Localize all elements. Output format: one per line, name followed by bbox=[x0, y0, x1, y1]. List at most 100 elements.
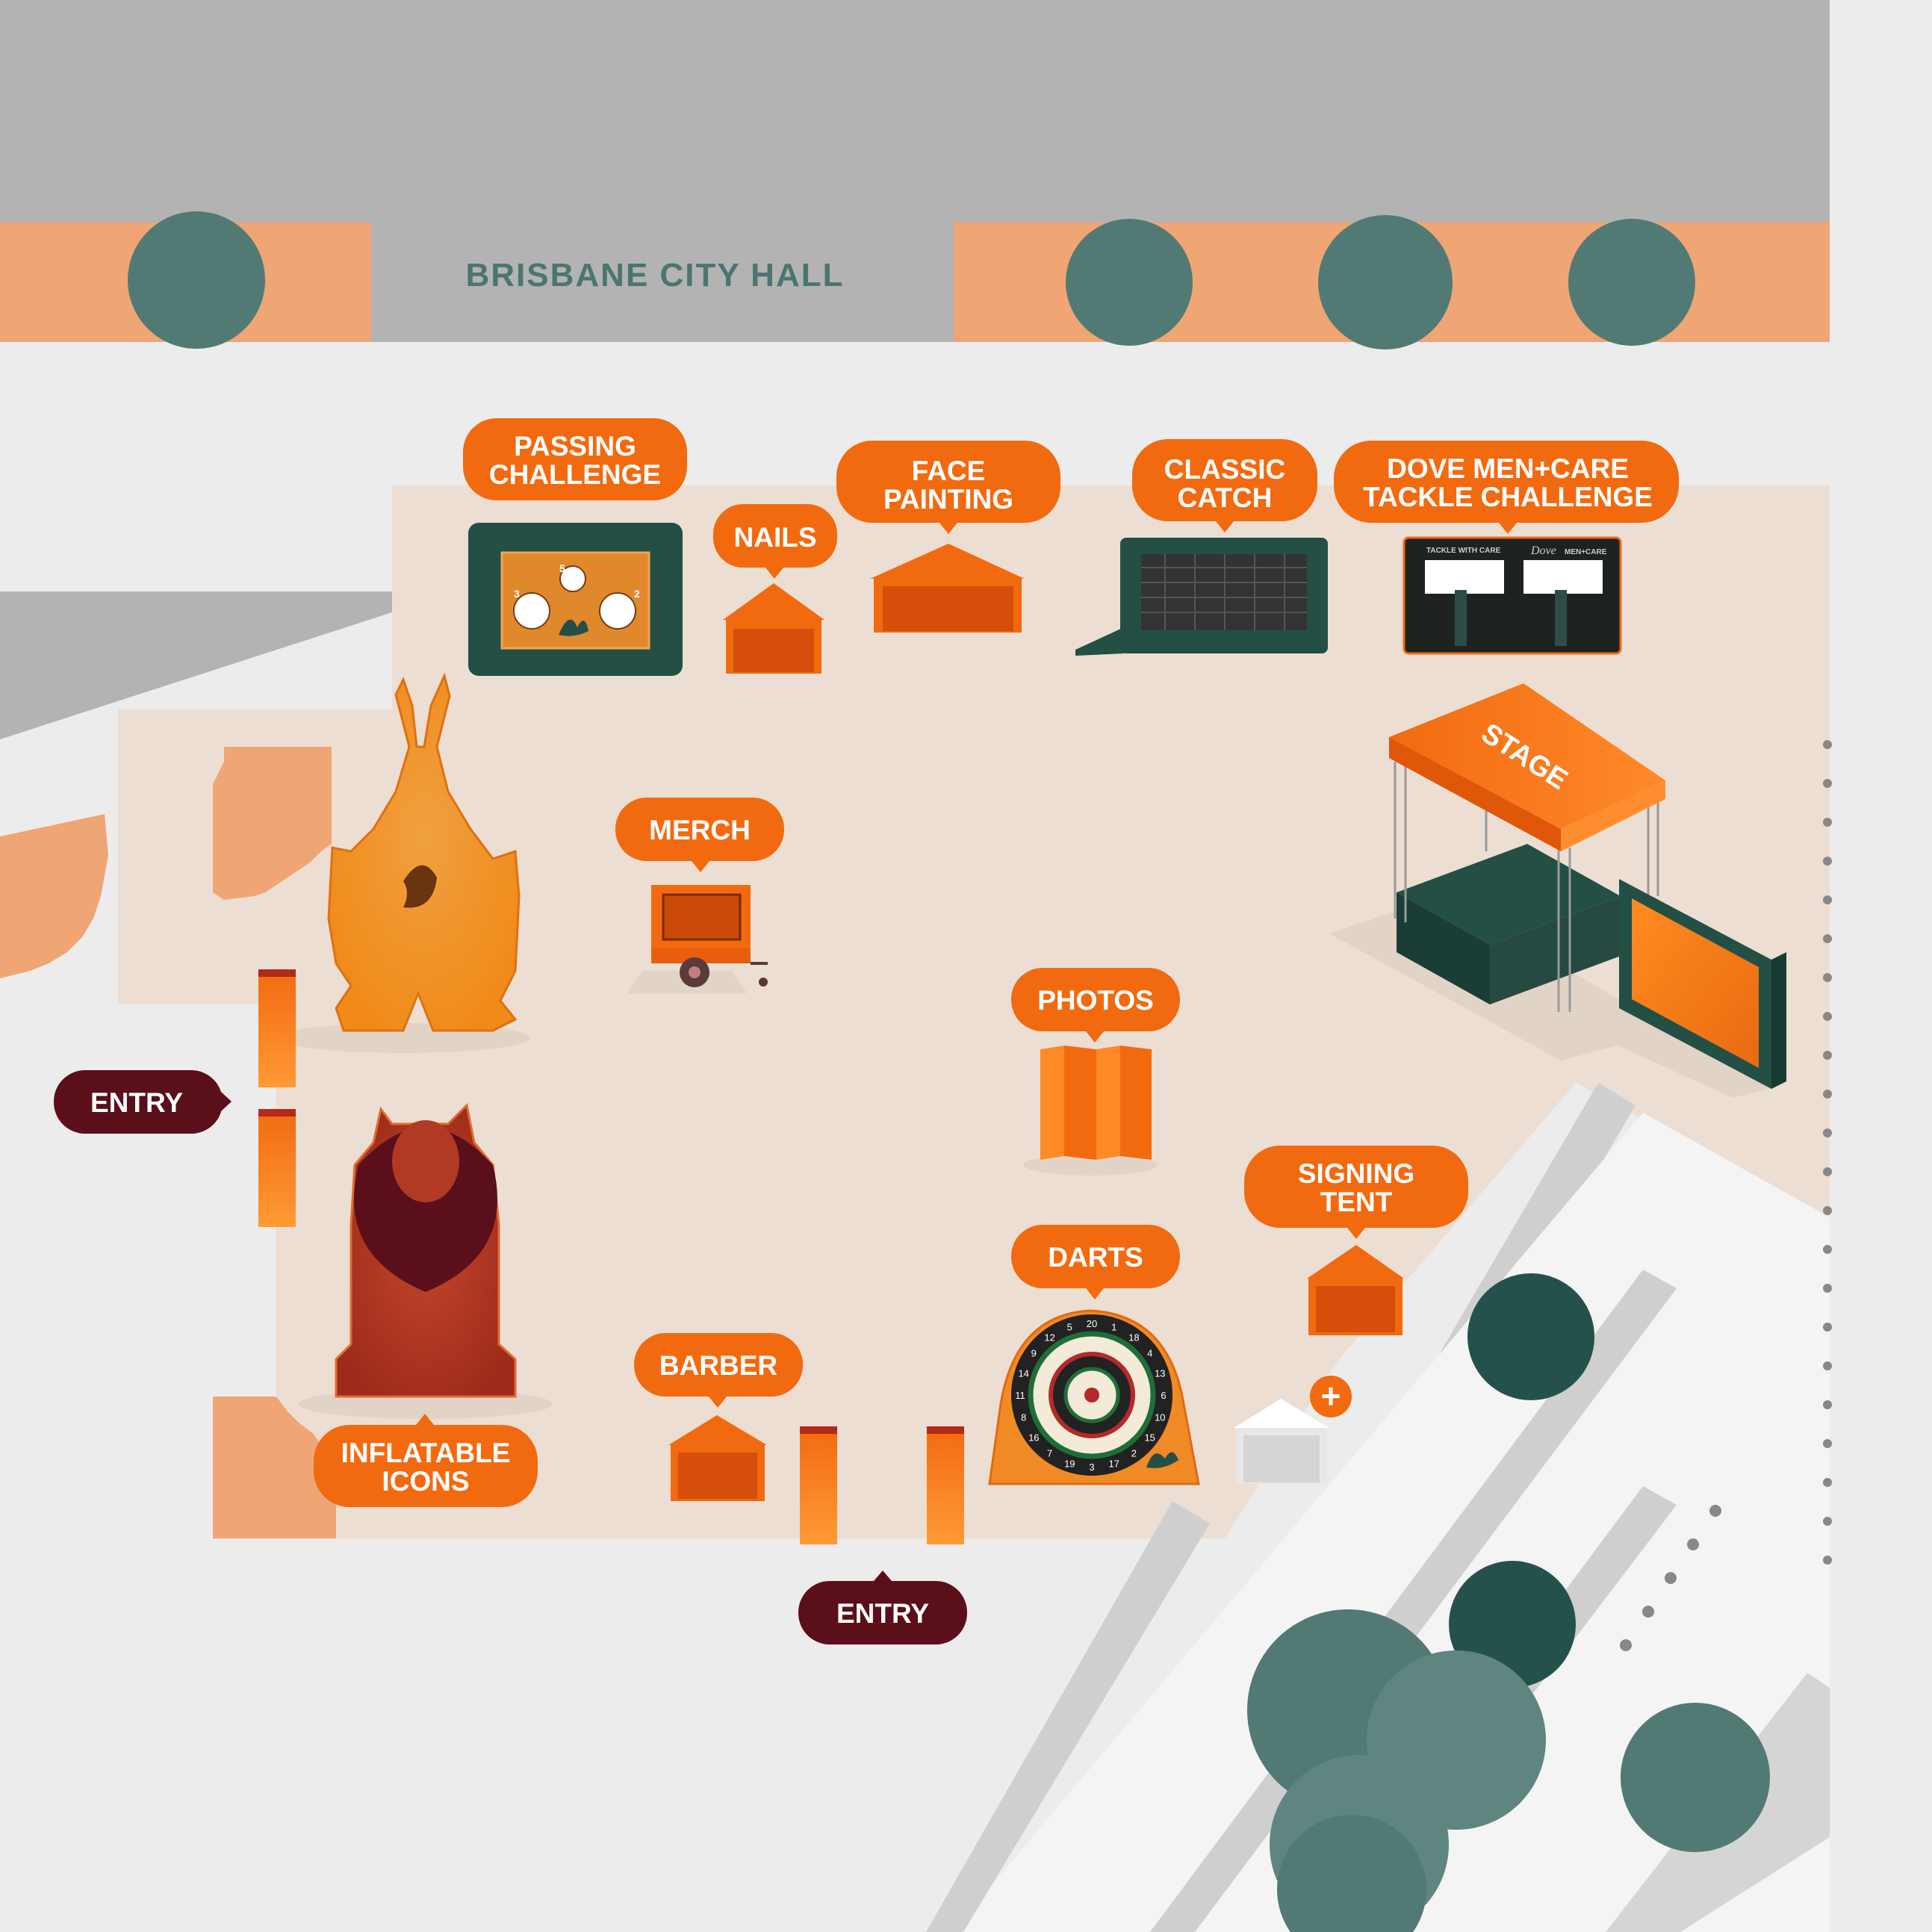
tackle-challenge-line1: DOVE MEN+CARE bbox=[1387, 453, 1629, 484]
target-hole bbox=[599, 592, 636, 630]
stage-deck-side bbox=[1490, 896, 1621, 1004]
city-hall-building bbox=[371, 223, 954, 342]
gate-post bbox=[927, 1426, 964, 1434]
tent-opening bbox=[883, 586, 1013, 631]
dartboard-number: 18 bbox=[1128, 1332, 1139, 1343]
first-aid-symbol: + bbox=[1321, 1376, 1341, 1415]
kangaroo-pouch-logo bbox=[403, 865, 437, 908]
tackle-bag bbox=[1555, 590, 1567, 646]
first-aid-icon bbox=[1310, 1376, 1352, 1417]
catch-ramp bbox=[1075, 627, 1124, 656]
face-painting-line2: PAINTING bbox=[883, 484, 1013, 515]
classic-catch[interactable] bbox=[1075, 538, 1328, 656]
screen-shadow bbox=[1568, 1008, 1777, 1098]
trailer-window bbox=[662, 893, 742, 941]
garden-bed bbox=[213, 1397, 336, 1538]
signing-tent-label: SIGNING TENT bbox=[1244, 1146, 1468, 1239]
gate-post bbox=[258, 969, 296, 1087]
gate-post bbox=[927, 1426, 964, 1544]
tree bbox=[1066, 219, 1193, 346]
big-screen bbox=[1568, 879, 1786, 1098]
entry-posts bbox=[258, 969, 964, 1544]
dartboard-number: 19 bbox=[1064, 1458, 1075, 1469]
target-number: 3 bbox=[514, 588, 520, 600]
plaza-west-notch bbox=[0, 1004, 276, 1397]
tent-roof bbox=[870, 544, 1025, 579]
inflatable-icons-label: INFLATABLE ICONS bbox=[314, 1414, 538, 1507]
tent-roof bbox=[1307, 1245, 1404, 1279]
dartboard-number: 20 bbox=[1087, 1318, 1097, 1329]
target-hole bbox=[559, 565, 586, 592]
target-hole bbox=[513, 592, 550, 630]
signing-tent-line1: SIGNING bbox=[1298, 1158, 1414, 1189]
passing-challenge[interactable]: 5 3 2 bbox=[468, 523, 683, 676]
kangaroo-inflatable-icon[interactable] bbox=[276, 672, 530, 1053]
dove-brand-sub: MEN+CARE bbox=[1565, 548, 1607, 556]
photo-panel bbox=[1096, 1046, 1120, 1160]
wallabies-logo bbox=[559, 619, 588, 636]
classic-catch-line1: CLASSIC bbox=[1164, 454, 1285, 485]
lion-face bbox=[392, 1120, 459, 1202]
stripe bbox=[926, 1501, 1210, 1932]
gate-post bbox=[258, 1109, 296, 1227]
merch-label: MERCH bbox=[615, 798, 784, 872]
merch-text: MERCH bbox=[649, 815, 751, 845]
classic-catch-line2: CATCH bbox=[1178, 482, 1273, 513]
tackle-challenge-line2: TACKLE CHALLENGE bbox=[1363, 482, 1653, 512]
nails-text: NAILS bbox=[734, 522, 817, 553]
dartboard-number: 17 bbox=[1108, 1458, 1119, 1469]
stage[interactable]: STAGE bbox=[1329, 683, 1673, 1060]
face-painting-tent[interactable] bbox=[870, 544, 1025, 633]
dartboard-number: 10 bbox=[1155, 1412, 1165, 1423]
stage-roof-edge bbox=[1389, 737, 1561, 851]
face-painting-line1: FACE bbox=[912, 456, 986, 486]
merch-trailer[interactable] bbox=[627, 885, 768, 993]
inflatable-icons-line1: INFLATABLE bbox=[341, 1438, 511, 1468]
stage-deck-front bbox=[1397, 892, 1490, 1004]
tackle-bag bbox=[1455, 590, 1467, 646]
tent-roof bbox=[723, 583, 824, 620]
tent-opening bbox=[678, 1453, 757, 1499]
nails-tent[interactable] bbox=[723, 583, 824, 674]
first-aid-tent[interactable]: + bbox=[1234, 1376, 1352, 1484]
gate-post bbox=[258, 969, 296, 977]
building-west-wedge bbox=[0, 591, 392, 739]
photo-wall[interactable] bbox=[1023, 1046, 1158, 1175]
photo-panel bbox=[1064, 1046, 1096, 1160]
dartboard-number: 9 bbox=[1031, 1348, 1037, 1359]
entry-south[interactable]: ENTRY bbox=[798, 1571, 967, 1644]
passing-challenge-label: PASSING CHALLENGE bbox=[463, 418, 687, 500]
photos-label: PHOTOS bbox=[1011, 968, 1180, 1043]
dartboard-number: 16 bbox=[1028, 1432, 1039, 1443]
barber-tent[interactable] bbox=[668, 1415, 767, 1501]
lion-inflatable-icon[interactable] bbox=[299, 1102, 553, 1419]
signing-tent-line2: TENT bbox=[1320, 1187, 1393, 1217]
darts-label: DARTS bbox=[1011, 1225, 1180, 1299]
photo-panel bbox=[1040, 1046, 1064, 1160]
inflatable-icons-line2: ICONS bbox=[382, 1466, 469, 1497]
signing-tent[interactable] bbox=[1307, 1245, 1404, 1335]
venue-name: BRISBANE CITY HALL bbox=[466, 257, 845, 293]
trees bbox=[128, 211, 1770, 1932]
nails-label: NAILS bbox=[713, 504, 837, 579]
tackle-challenge[interactable]: TACKLE WITH CARE Dove MEN+CARE bbox=[1403, 536, 1622, 655]
garden-beds bbox=[0, 747, 336, 1538]
dartboard-number: 8 bbox=[1021, 1412, 1026, 1423]
dartboard-number: 14 bbox=[1018, 1367, 1028, 1379]
dartboard-bull bbox=[1084, 1388, 1099, 1403]
passing-challenge-line1: PASSING bbox=[514, 431, 636, 462]
dartboard-number: 1 bbox=[1111, 1322, 1116, 1333]
trailer-jockey bbox=[759, 978, 768, 987]
dotted-path bbox=[1620, 740, 1832, 1651]
entry-west[interactable]: ENTRY bbox=[54, 1070, 232, 1134]
target-number: 5 bbox=[559, 562, 565, 574]
trailer-wheel-hub bbox=[689, 966, 701, 978]
barber-label: BARBER bbox=[634, 1333, 803, 1408]
screen-side bbox=[1771, 952, 1786, 1089]
dartboard-number: 13 bbox=[1155, 1367, 1165, 1379]
stage-roof-top bbox=[1389, 683, 1665, 829]
target-number: 2 bbox=[634, 588, 640, 600]
